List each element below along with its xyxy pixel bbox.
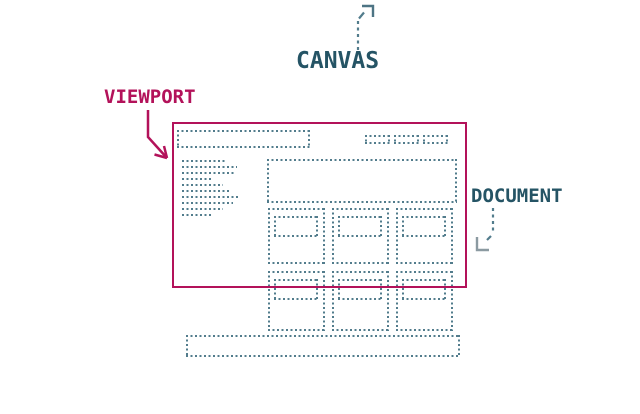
card-image-placeholder [402,216,446,237]
footer-placeholder [186,335,460,357]
card-placeholder [268,208,325,264]
sidebar-text-line [182,214,211,216]
nav-item-placeholder [423,135,448,144]
hero-content-placeholder [267,159,457,203]
card-placeholder [396,271,453,331]
sidebar-text-line [182,160,225,162]
arrow-down-left-icon [475,208,495,252]
card-image-placeholder [338,216,382,237]
card-image-placeholder [338,279,382,300]
arrow-up-right-icon [356,4,375,50]
sidebar-text-line [182,184,223,186]
card-placeholder [268,271,325,331]
arrow-down-right-icon [146,110,169,160]
card-image-placeholder [274,279,318,300]
card-placeholder [396,208,453,264]
sidebar-text-placeholder [182,160,239,220]
nav-item-placeholder [365,135,390,144]
sidebar-text-line [182,208,223,210]
card-grid-row-2 [268,271,453,331]
canvas-label: CANVAS [296,48,380,74]
header-logo-placeholder [177,130,310,148]
header-nav-placeholder [365,135,448,144]
sidebar-text-line [182,178,213,180]
document-label: DOCUMENT [471,185,563,207]
card-placeholder [332,271,389,331]
sidebar-text-line [182,172,235,174]
card-grid-row-1 [268,208,453,264]
card-image-placeholder [274,216,318,237]
card-image-placeholder [402,279,446,300]
sidebar-text-line [182,190,231,192]
card-placeholder [332,208,389,264]
sidebar-text-line [182,202,233,204]
viewport-label: VIEWPORT [104,86,196,108]
sidebar-text-line [182,196,239,198]
nav-item-placeholder [394,135,419,144]
sidebar-text-line [182,166,237,168]
viewport-outline [172,122,467,288]
